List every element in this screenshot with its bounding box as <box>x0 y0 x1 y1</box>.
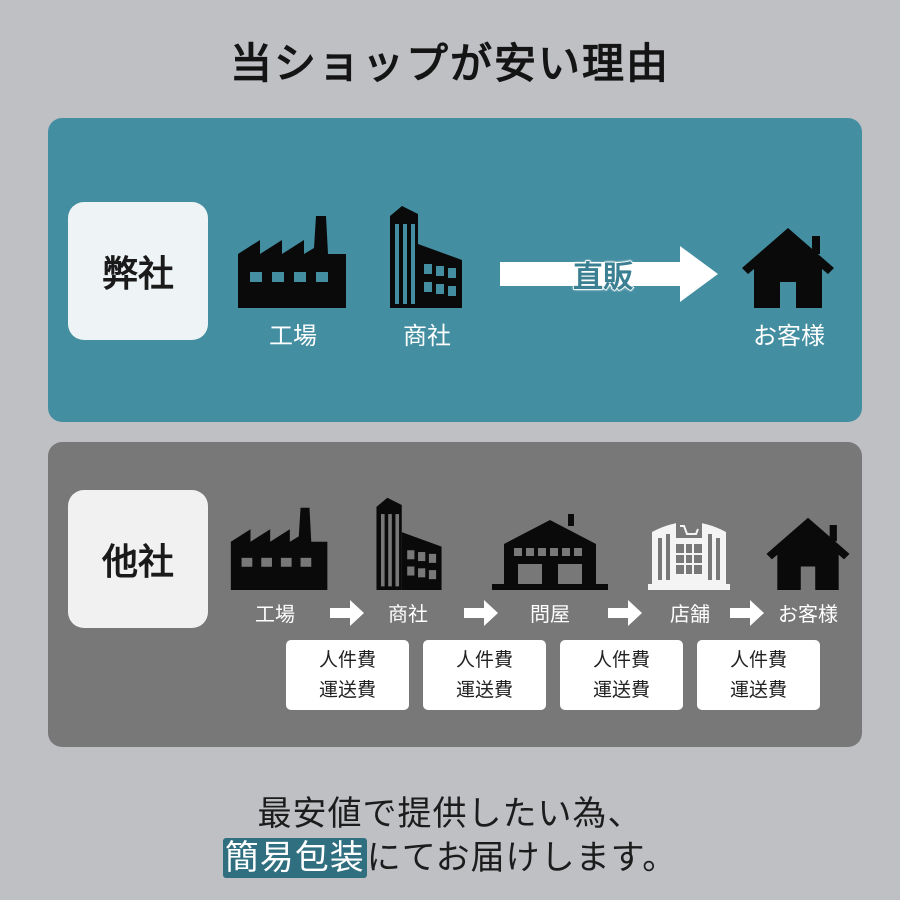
other-company-badge: 他社 <box>68 490 208 628</box>
store-icon <box>648 522 730 590</box>
factory-icon <box>238 216 346 308</box>
step-label-trading-company: 商社 <box>388 602 428 626</box>
cost-box: 人件費 運送費 <box>423 640 546 710</box>
our-company-panel: 弊社 工場 商社 直販 お客様 <box>48 118 862 422</box>
cost-box: 人件費 運送費 <box>560 640 683 710</box>
cost-line-labor: 人件費 <box>729 649 787 671</box>
cost-line-labor: 人件費 <box>318 649 376 671</box>
office-building-icon <box>376 497 442 590</box>
cost-line-shipping: 運送費 <box>455 679 513 701</box>
step-label-store: 店舗 <box>670 602 710 626</box>
simple-packaging-highlight: 簡易包装 <box>222 838 367 878</box>
cost-line-shipping: 運送費 <box>729 679 787 701</box>
step-label-customer: お客様 <box>778 602 838 626</box>
office-building-icon <box>390 206 462 308</box>
footer-line-2-rest: にてお届けします。 <box>366 838 678 878</box>
cost-line-labor: 人件費 <box>455 649 513 671</box>
step-label-wholesaler: 問屋 <box>530 602 570 626</box>
cost-line-shipping: 運送費 <box>592 679 650 701</box>
house-icon <box>766 517 850 590</box>
other-company-panel: 他社 工場 商社 <box>48 442 862 747</box>
factory-icon <box>230 507 328 590</box>
footer-line-2: 簡易包装にてお届けします。 <box>0 830 900 879</box>
step-label-factory: 工場 <box>269 322 317 350</box>
step-label-factory: 工場 <box>255 602 295 626</box>
cost-line-shipping: 運送費 <box>318 679 376 701</box>
step-label-customer: お客様 <box>753 322 825 350</box>
flow-arrow-3 <box>608 600 642 626</box>
our-company-badge: 弊社 <box>68 202 208 340</box>
footer-line-1: 最安値で提供したい為、 <box>257 794 643 834</box>
direct-sale-arrow <box>500 246 718 302</box>
warehouse-icon <box>492 514 608 590</box>
flow-arrow-2 <box>464 600 498 626</box>
direct-sale-label: 直販 <box>572 259 634 296</box>
flow-arrow-1 <box>330 600 364 626</box>
cost-box: 人件費 運送費 <box>697 640 820 710</box>
cost-line-labor: 人件費 <box>592 649 650 671</box>
cost-box: 人件費 運送費 <box>286 640 409 710</box>
step-label-trading-company: 商社 <box>403 322 451 350</box>
house-icon <box>742 228 834 308</box>
flow-arrow-4 <box>730 600 764 626</box>
page-title: 当ショップが安い理由 <box>229 39 670 88</box>
